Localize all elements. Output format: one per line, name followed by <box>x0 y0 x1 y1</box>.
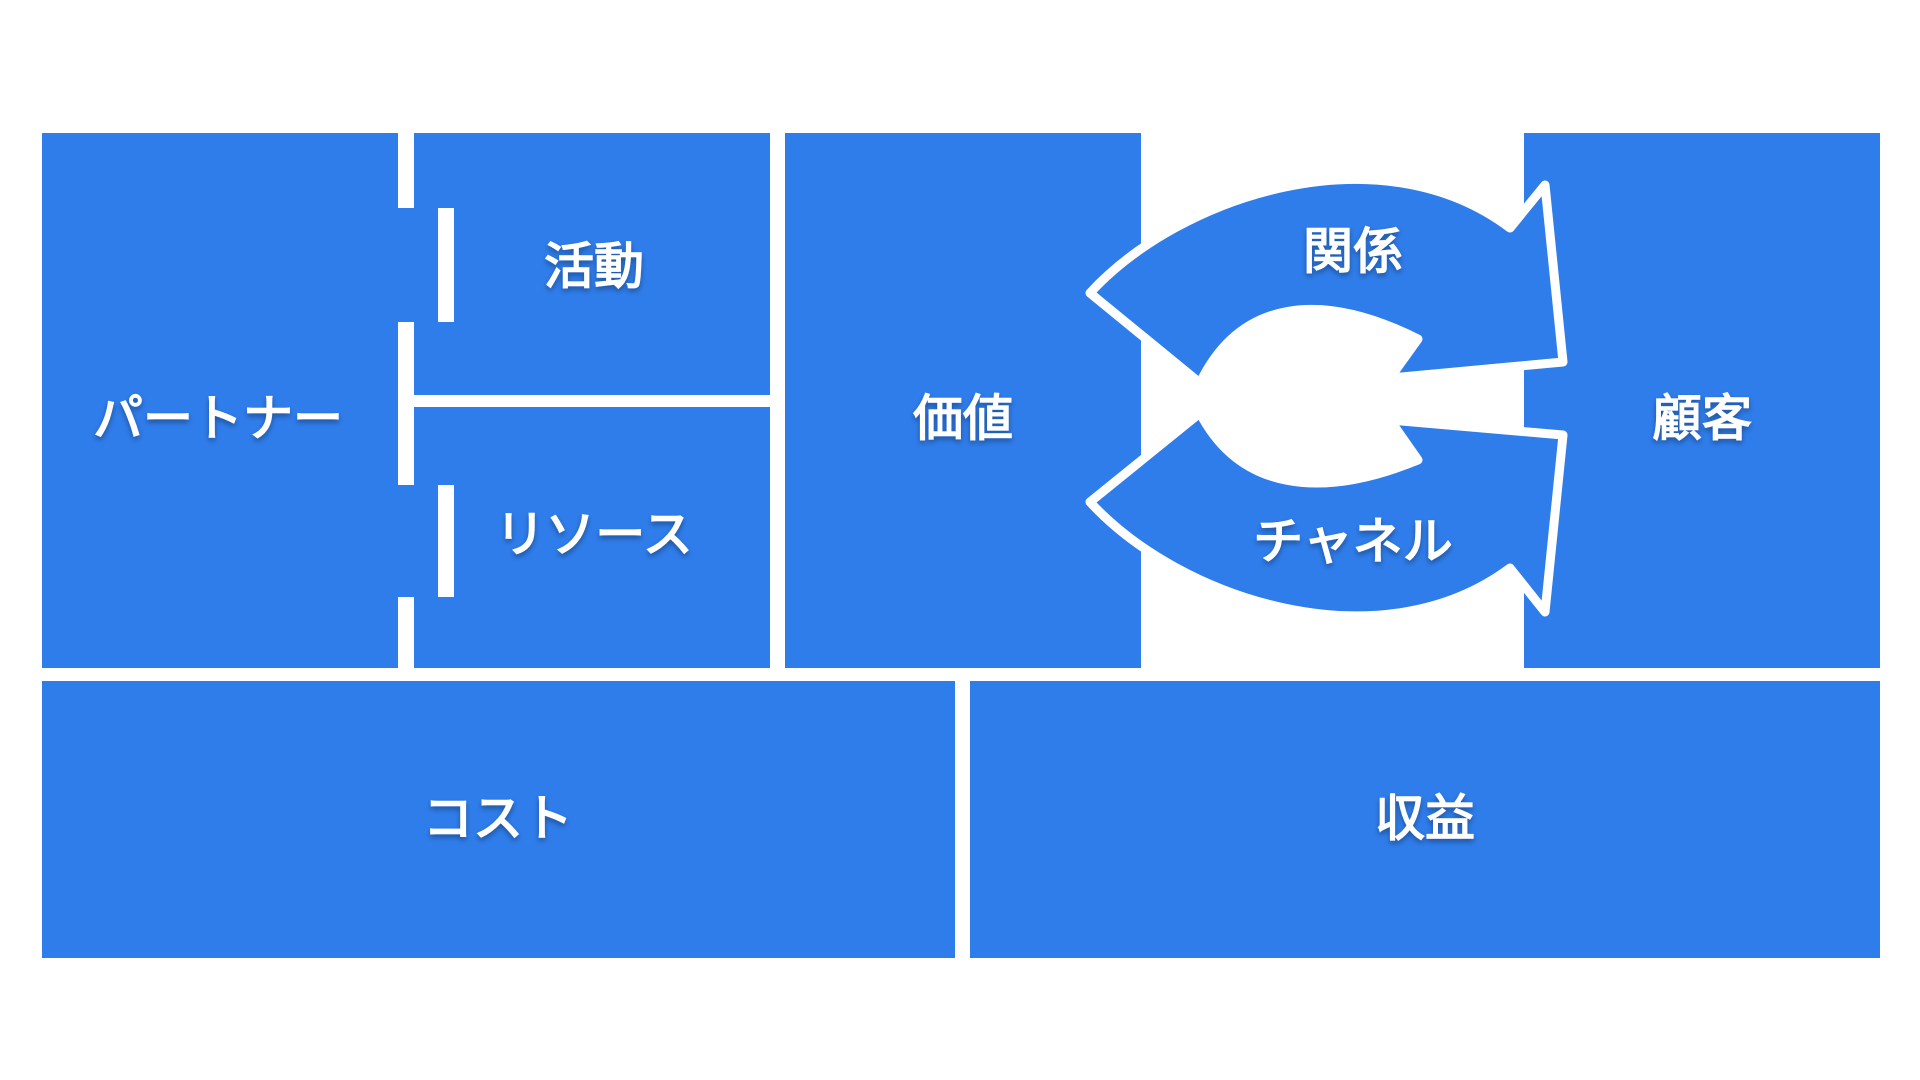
relationships-label: 関係 <box>1303 223 1403 281</box>
channels-label: チャネル <box>1253 513 1453 571</box>
activities-label: 活動 <box>544 238 644 296</box>
customers-block <box>1524 133 1880 668</box>
cost-block <box>42 681 955 958</box>
partners-block <box>42 133 438 668</box>
relationships-arrow <box>1085 174 1568 388</box>
value-label: 価値 <box>912 390 1013 448</box>
partners-label: パートナー <box>93 390 343 448</box>
activities-block <box>414 133 770 395</box>
revenue-label: 収益 <box>1375 790 1475 848</box>
resources-label: リソース <box>495 506 693 564</box>
customers-label: 顧客 <box>1652 390 1752 448</box>
resources-block <box>414 407 770 668</box>
cost-label: コスト <box>423 790 573 848</box>
revenue-block <box>970 681 1880 958</box>
channels-arrow <box>1085 408 1568 621</box>
value-block <box>785 133 1141 668</box>
